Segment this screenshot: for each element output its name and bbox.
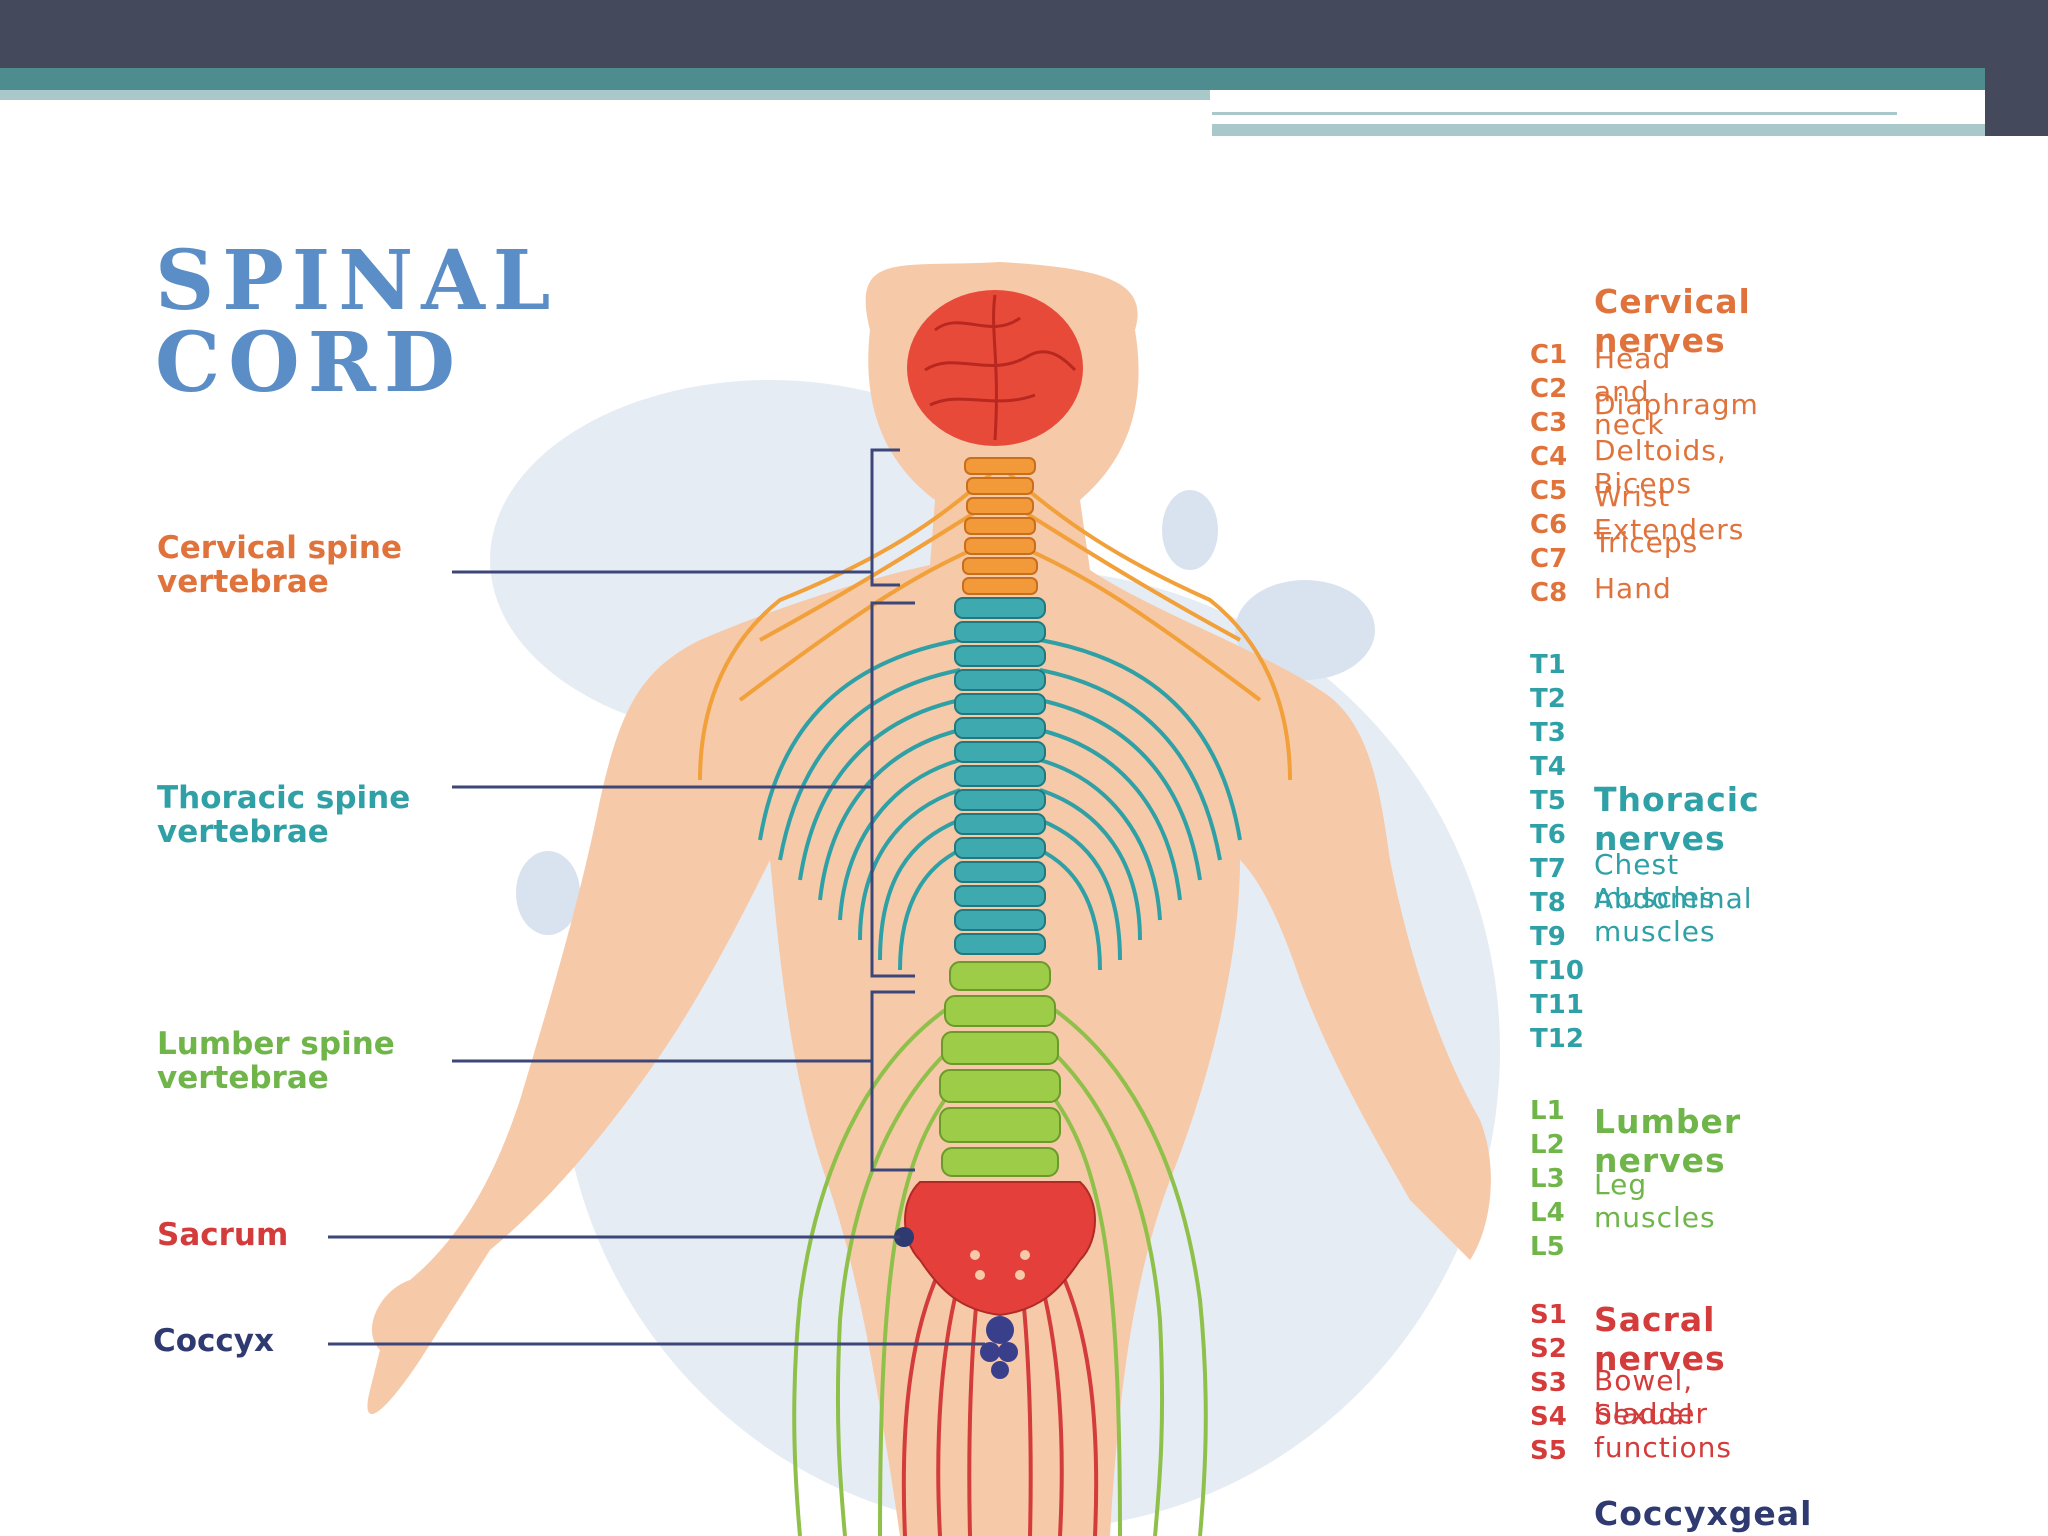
spine-thoracic [955,598,1045,954]
code-l1: L1 [1530,1096,1565,1126]
label-coccyx: Coccyx [153,1324,274,1358]
code-t6: T6 [1530,820,1566,850]
heading-coccygeal-nerves: Coccyxgeal [1594,1494,1812,1533]
label-thoracic-spine-line1: Thoracic spine [157,781,410,815]
function-diaphragm: Diaphragm [1594,388,1759,421]
code-c1: C1 [1530,340,1567,370]
code-t7: T7 [1530,854,1566,884]
code-c6: C6 [1530,510,1567,540]
function-sexual-functions: Sexual functions [1594,1398,1732,1464]
function-triceps: Triceps [1594,526,1698,559]
code-t4: T4 [1530,752,1566,782]
code-c3: C3 [1530,408,1567,438]
code-t3: T3 [1530,718,1566,748]
code-c2: C2 [1530,374,1567,404]
diagram-title: SPINAL CORD [155,240,558,404]
label-thoracic-spine-line2: vertebrae [157,815,410,849]
label-lumber-spine-line2: vertebrae [157,1061,395,1095]
background-blob-small-3 [516,851,580,935]
label-cervical-spine: Cervical spine vertebrae [157,531,402,599]
code-t8: T8 [1530,888,1566,918]
code-c8: C8 [1530,578,1567,608]
code-s2: S2 [1530,1334,1567,1364]
code-t12: T12 [1530,1024,1584,1054]
title-line-2: CORD [155,322,558,404]
code-c7: C7 [1530,544,1567,574]
code-t11: T11 [1530,990,1584,1020]
code-l5: L5 [1530,1232,1565,1262]
label-cervical-spine-line1: Cervical spine [157,531,402,565]
code-t1: T1 [1530,650,1566,680]
label-lumber-spine-line1: Lumber spine [157,1027,395,1061]
code-s1: S1 [1530,1300,1567,1330]
label-lumber-spine: Lumber spine vertebrae [157,1027,395,1095]
code-s3: S3 [1530,1368,1567,1398]
function-abdominal-muscles: Abdominal muscles [1594,882,1753,948]
code-t9: T9 [1530,922,1566,952]
heading-thoracic-nerves: Thoracic nerves [1594,780,1760,858]
code-s4: S4 [1530,1402,1567,1432]
code-t5: T5 [1530,786,1566,816]
code-t2: T2 [1530,684,1566,714]
code-c5: C5 [1530,476,1567,506]
label-sacrum: Sacrum [157,1218,288,1252]
code-c4: C4 [1530,442,1567,472]
code-l2: L2 [1530,1130,1565,1160]
label-cervical-spine-line2: vertebrae [157,565,402,599]
spine-cervical [963,458,1037,594]
code-l3: L3 [1530,1164,1565,1194]
background-blob-small-1 [1162,490,1218,570]
function-leg-muscles: Leg muscles [1594,1168,1716,1234]
code-s5: S5 [1530,1436,1567,1466]
code-t10: T10 [1530,956,1584,986]
function-hand: Hand [1594,572,1672,605]
code-l4: L4 [1530,1198,1565,1228]
label-thoracic-spine: Thoracic spine vertebrae [157,781,410,849]
title-line-1: SPINAL [155,240,558,322]
